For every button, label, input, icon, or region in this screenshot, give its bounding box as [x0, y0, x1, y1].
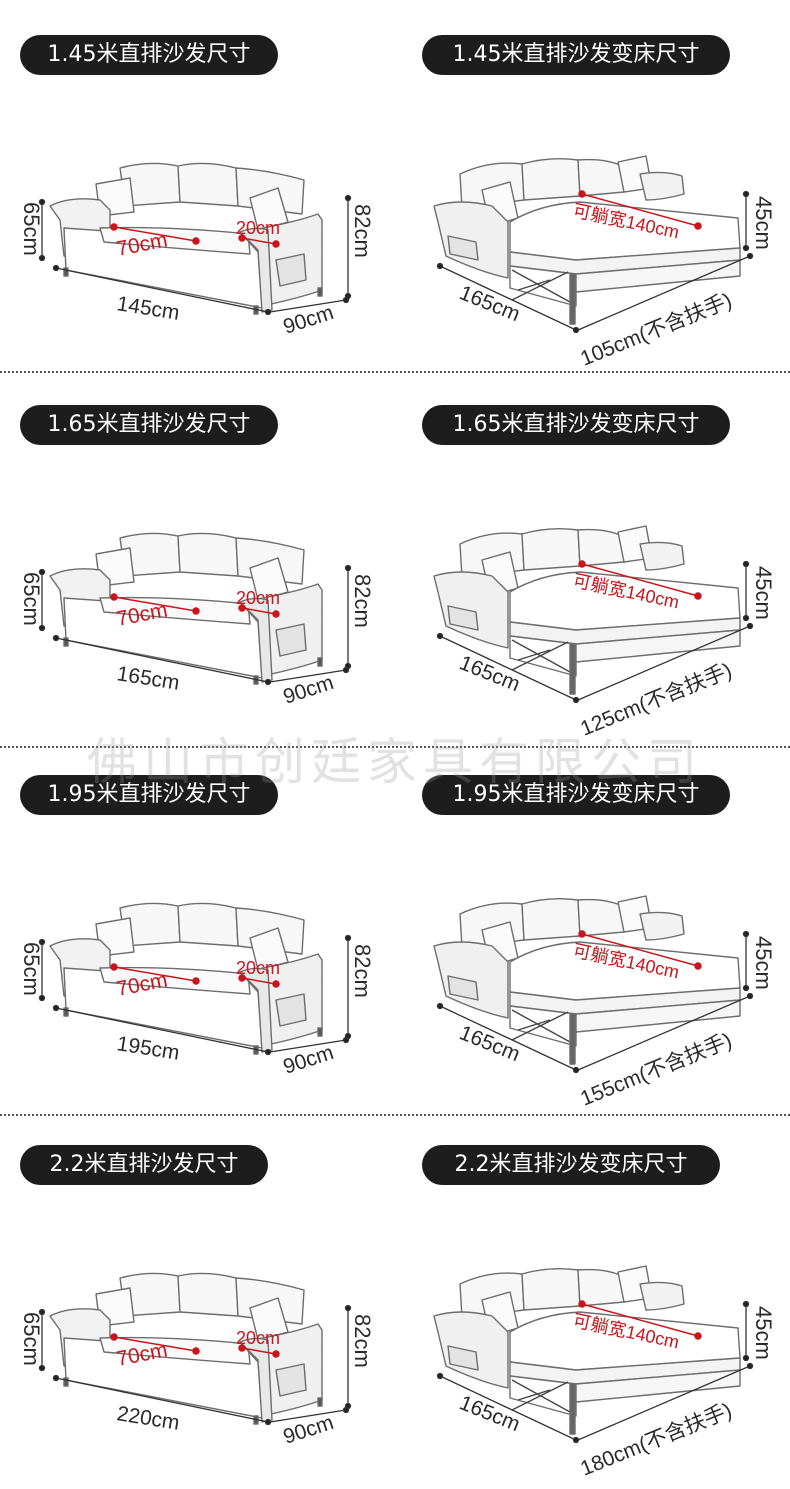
sofa-bed-width-label: 105cm(不含扶手)	[577, 289, 735, 371]
sofa-size-title: 2.2米直排沙发尺寸	[20, 1145, 268, 1185]
sofa-size-title: 1.45米直排沙发尺寸	[20, 35, 278, 75]
sofa-illustration	[49, 902, 323, 1055]
size-section: 1.95米直排沙发尺寸 1.95米直排沙发变床尺寸	[0, 775, 790, 1145]
sofa-bed-illustration	[433, 155, 741, 325]
sofa-depth-label: 90cm	[280, 671, 336, 709]
sofa-length-label: 165cm	[115, 662, 181, 695]
sofa-total-height-label: 82cm	[350, 1314, 375, 1368]
sofa-length-label: 195cm	[115, 1032, 181, 1065]
sofa-bed-size-title: 2.2米直排沙发变床尺寸	[422, 1145, 720, 1185]
sofa-bed-height-label: 45cm	[751, 566, 776, 620]
sofa-red-markers	[110, 963, 280, 988]
sofa-length-label: 145cm	[115, 292, 181, 325]
sofa-dimension-drawing: 65cm 70cm 20cm 82cm 165cm 90cm	[19, 532, 375, 709]
sofa-bed-dimension-lines	[436, 1300, 754, 1444]
sofa-bed-red-marker	[578, 560, 702, 600]
sofa-bed-dimension-drawing: 可躺宽140cm 45cm 165cm 180cm(不含扶手)	[433, 1265, 776, 1481]
sofa-bed-illustration	[433, 895, 741, 1065]
sofa-bed-width-label: 125cm(不含扶手)	[577, 659, 735, 741]
sofa-dimension-drawing: 65cm 70cm 20cm 82cm 195cm 90cm	[19, 902, 375, 1079]
sofa-red-markers	[110, 593, 280, 618]
sofa-height-label: 65cm	[19, 572, 44, 626]
sofa-bed-dimension-lines	[436, 930, 754, 1074]
sofa-bed-size-title: 1.45米直排沙发变床尺寸	[422, 35, 730, 75]
sofa-bed-height-label: 45cm	[751, 196, 776, 250]
sofa-bed-red-marker	[578, 1300, 702, 1340]
sofa-depth-label: 90cm	[280, 1411, 336, 1449]
sofa-dimension-lines	[38, 564, 352, 686]
sofa-dimension-lines	[38, 194, 352, 316]
sofa-bed-dimension-drawing: 可躺宽140cm 45cm 165cm 105cm(不含扶手)	[433, 155, 776, 371]
sofa-red-markers	[110, 223, 280, 248]
size-section: 1.65米直排沙发尺寸 1.65米直排沙发变床尺寸	[0, 405, 790, 775]
sofa-height-label: 65cm	[19, 1312, 44, 1366]
size-section: 2.2米直排沙发尺寸 2.2米直排沙发变床尺寸	[0, 1145, 790, 1489]
sofa-total-height-label: 82cm	[350, 204, 375, 258]
sofa-height-label: 65cm	[19, 202, 44, 256]
sofa-dimension-drawing: 65cm 70cm 20cm 82cm 220cm 90cm	[19, 1272, 375, 1449]
sofa-bed-red-marker	[578, 930, 702, 970]
sofa-total-height-label: 82cm	[350, 944, 375, 998]
sofa-height-label: 65cm	[19, 942, 44, 996]
sofa-bed-dimension-lines	[436, 190, 754, 334]
sofa-depth-label: 90cm	[280, 301, 336, 339]
sofa-bed-illustration	[433, 1265, 741, 1435]
sofa-size-title: 1.95米直排沙发尺寸	[20, 775, 278, 815]
sofa-red-markers	[110, 1333, 280, 1358]
sofa-bed-red-marker	[578, 190, 702, 230]
section-divider	[0, 1114, 790, 1116]
sofa-bed-size-title: 1.95米直排沙发变床尺寸	[422, 775, 730, 815]
size-section: 1.45米直排沙发尺寸 1.45米直排沙发变床尺寸	[0, 35, 790, 405]
sofa-bed-size-title: 1.65米直排沙发变床尺寸	[422, 405, 730, 445]
sofa-bed-illustration	[433, 525, 741, 695]
sofa-size-title: 1.65米直排沙发尺寸	[20, 405, 278, 445]
sofa-illustration	[49, 1272, 323, 1425]
sofa-total-height-label: 82cm	[350, 574, 375, 628]
sofa-bed-height-label: 45cm	[751, 1306, 776, 1360]
sofa-arm-width-label: 20cm	[236, 218, 280, 238]
sofa-dimension-drawing: 65cm 70cm 20cm 82cm 145cm 90cm	[19, 162, 375, 339]
sofa-bed-height-label: 45cm	[751, 936, 776, 990]
sofa-bed-dimension-drawing: 可躺宽140cm 45cm 165cm 155cm(不含扶手)	[433, 895, 776, 1111]
sofa-arm-width-label: 20cm	[236, 1328, 280, 1348]
sofa-dimension-lines	[38, 1304, 352, 1426]
sofa-illustration	[49, 162, 323, 315]
sofa-bed-dimension-drawing: 可躺宽140cm 45cm 165cm 125cm(不含扶手)	[433, 525, 776, 741]
sofa-arm-width-label: 20cm	[236, 958, 280, 978]
sofa-depth-label: 90cm	[280, 1041, 336, 1079]
sofa-bed-width-label: 180cm(不含扶手)	[577, 1399, 735, 1481]
sofa-arm-width-label: 20cm	[236, 588, 280, 608]
sofa-length-label: 220cm	[115, 1402, 181, 1435]
sofa-bed-dimension-lines	[436, 560, 754, 704]
sofa-bed-width-label: 155cm(不含扶手)	[577, 1029, 735, 1111]
section-divider	[0, 746, 790, 748]
section-divider	[0, 371, 790, 373]
sofa-dimension-lines	[38, 934, 352, 1056]
sofa-illustration	[49, 532, 323, 685]
